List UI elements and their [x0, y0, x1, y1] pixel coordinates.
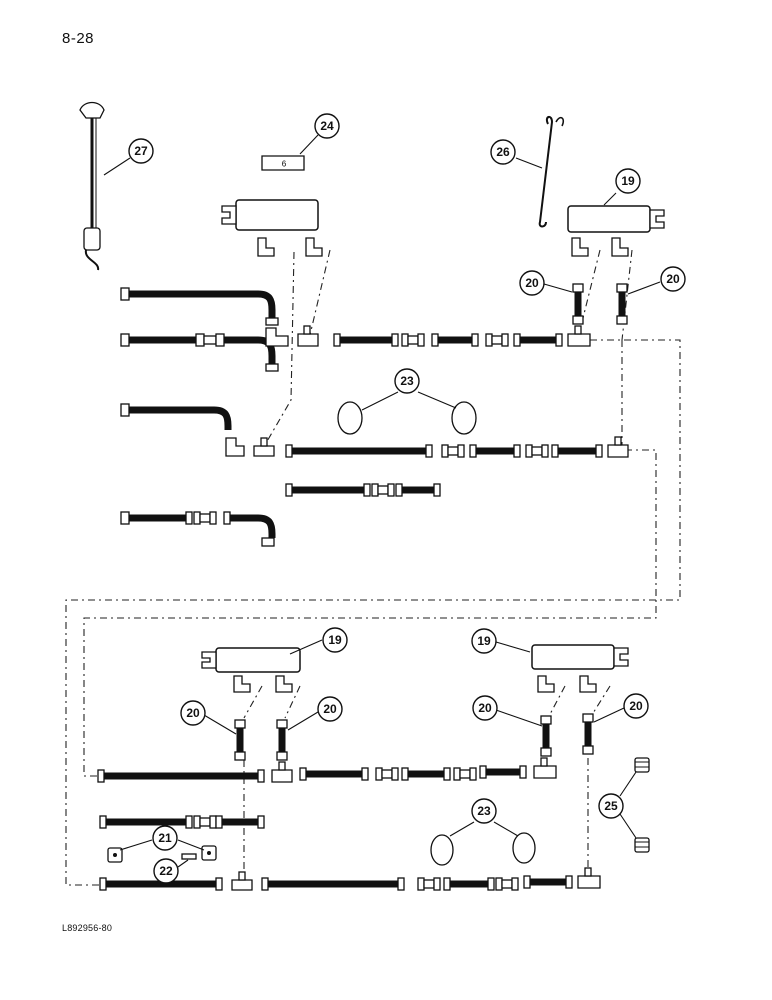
- callout-25: 25: [598, 793, 624, 819]
- callout-20-b-label: 20: [666, 272, 680, 286]
- callout-24: 24: [314, 113, 340, 139]
- callout-19-left: 19: [322, 627, 348, 653]
- callout-21: 21: [152, 825, 178, 851]
- callout-20-e-label: 20: [478, 701, 492, 715]
- callout-19-top-label: 19: [621, 174, 635, 188]
- cooler-top-right: [567, 205, 665, 257]
- callout-20-b: 20: [660, 266, 686, 292]
- cooler-bottom-left: [201, 647, 301, 693]
- callout-20-c: 20: [180, 700, 206, 726]
- callout-19-right: 19: [471, 628, 497, 654]
- cooler-top-left: [221, 199, 323, 257]
- callout-20-c-label: 20: [186, 706, 200, 720]
- part-26-clip: [538, 116, 565, 228]
- callout-23-top-label: 23: [400, 374, 414, 388]
- callout-21-label: 21: [158, 831, 172, 845]
- callout-19-top: 19: [615, 168, 641, 194]
- part-27-sender: [79, 101, 105, 271]
- page-number: 8-28: [62, 30, 95, 47]
- callout-22: 22: [153, 858, 179, 884]
- leader-lines: [103, 134, 661, 868]
- callout-20-d: 20: [317, 696, 343, 722]
- figure-id: L892956-80: [62, 923, 113, 933]
- callout-24-label: 24: [320, 119, 334, 133]
- callout-27: 27: [128, 138, 154, 164]
- routing-lines: [65, 249, 681, 886]
- hose-assemblies: [97, 287, 629, 891]
- callout-25-label: 25: [604, 799, 618, 813]
- part-24-bracket: 6: [261, 155, 305, 171]
- callout-23-bottom: 23: [471, 798, 497, 824]
- callout-19-left-label: 19: [328, 633, 342, 647]
- hose-clamps-23: [337, 401, 536, 866]
- callout-20-f: 20: [623, 693, 649, 719]
- bracket-mark: 6: [282, 160, 287, 169]
- callout-20-f-label: 20: [629, 699, 643, 713]
- callout-26-label: 26: [496, 145, 510, 159]
- callout-22-label: 22: [159, 864, 173, 878]
- callout-23-top: 23: [394, 368, 420, 394]
- callout-19-right-label: 19: [477, 634, 491, 648]
- callout-20-a-label: 20: [525, 276, 539, 290]
- callout-20-e: 20: [472, 695, 498, 721]
- callout-23-bottom-label: 23: [477, 804, 491, 818]
- callout-20-a: 20: [519, 270, 545, 296]
- callout-26: 26: [490, 139, 516, 165]
- callout-27-label: 27: [134, 144, 148, 158]
- cooler-bottom-right: [531, 644, 629, 693]
- callout-20-d-label: 20: [323, 702, 337, 716]
- short-hoses-20: [234, 283, 628, 761]
- plugs-25: [634, 757, 650, 853]
